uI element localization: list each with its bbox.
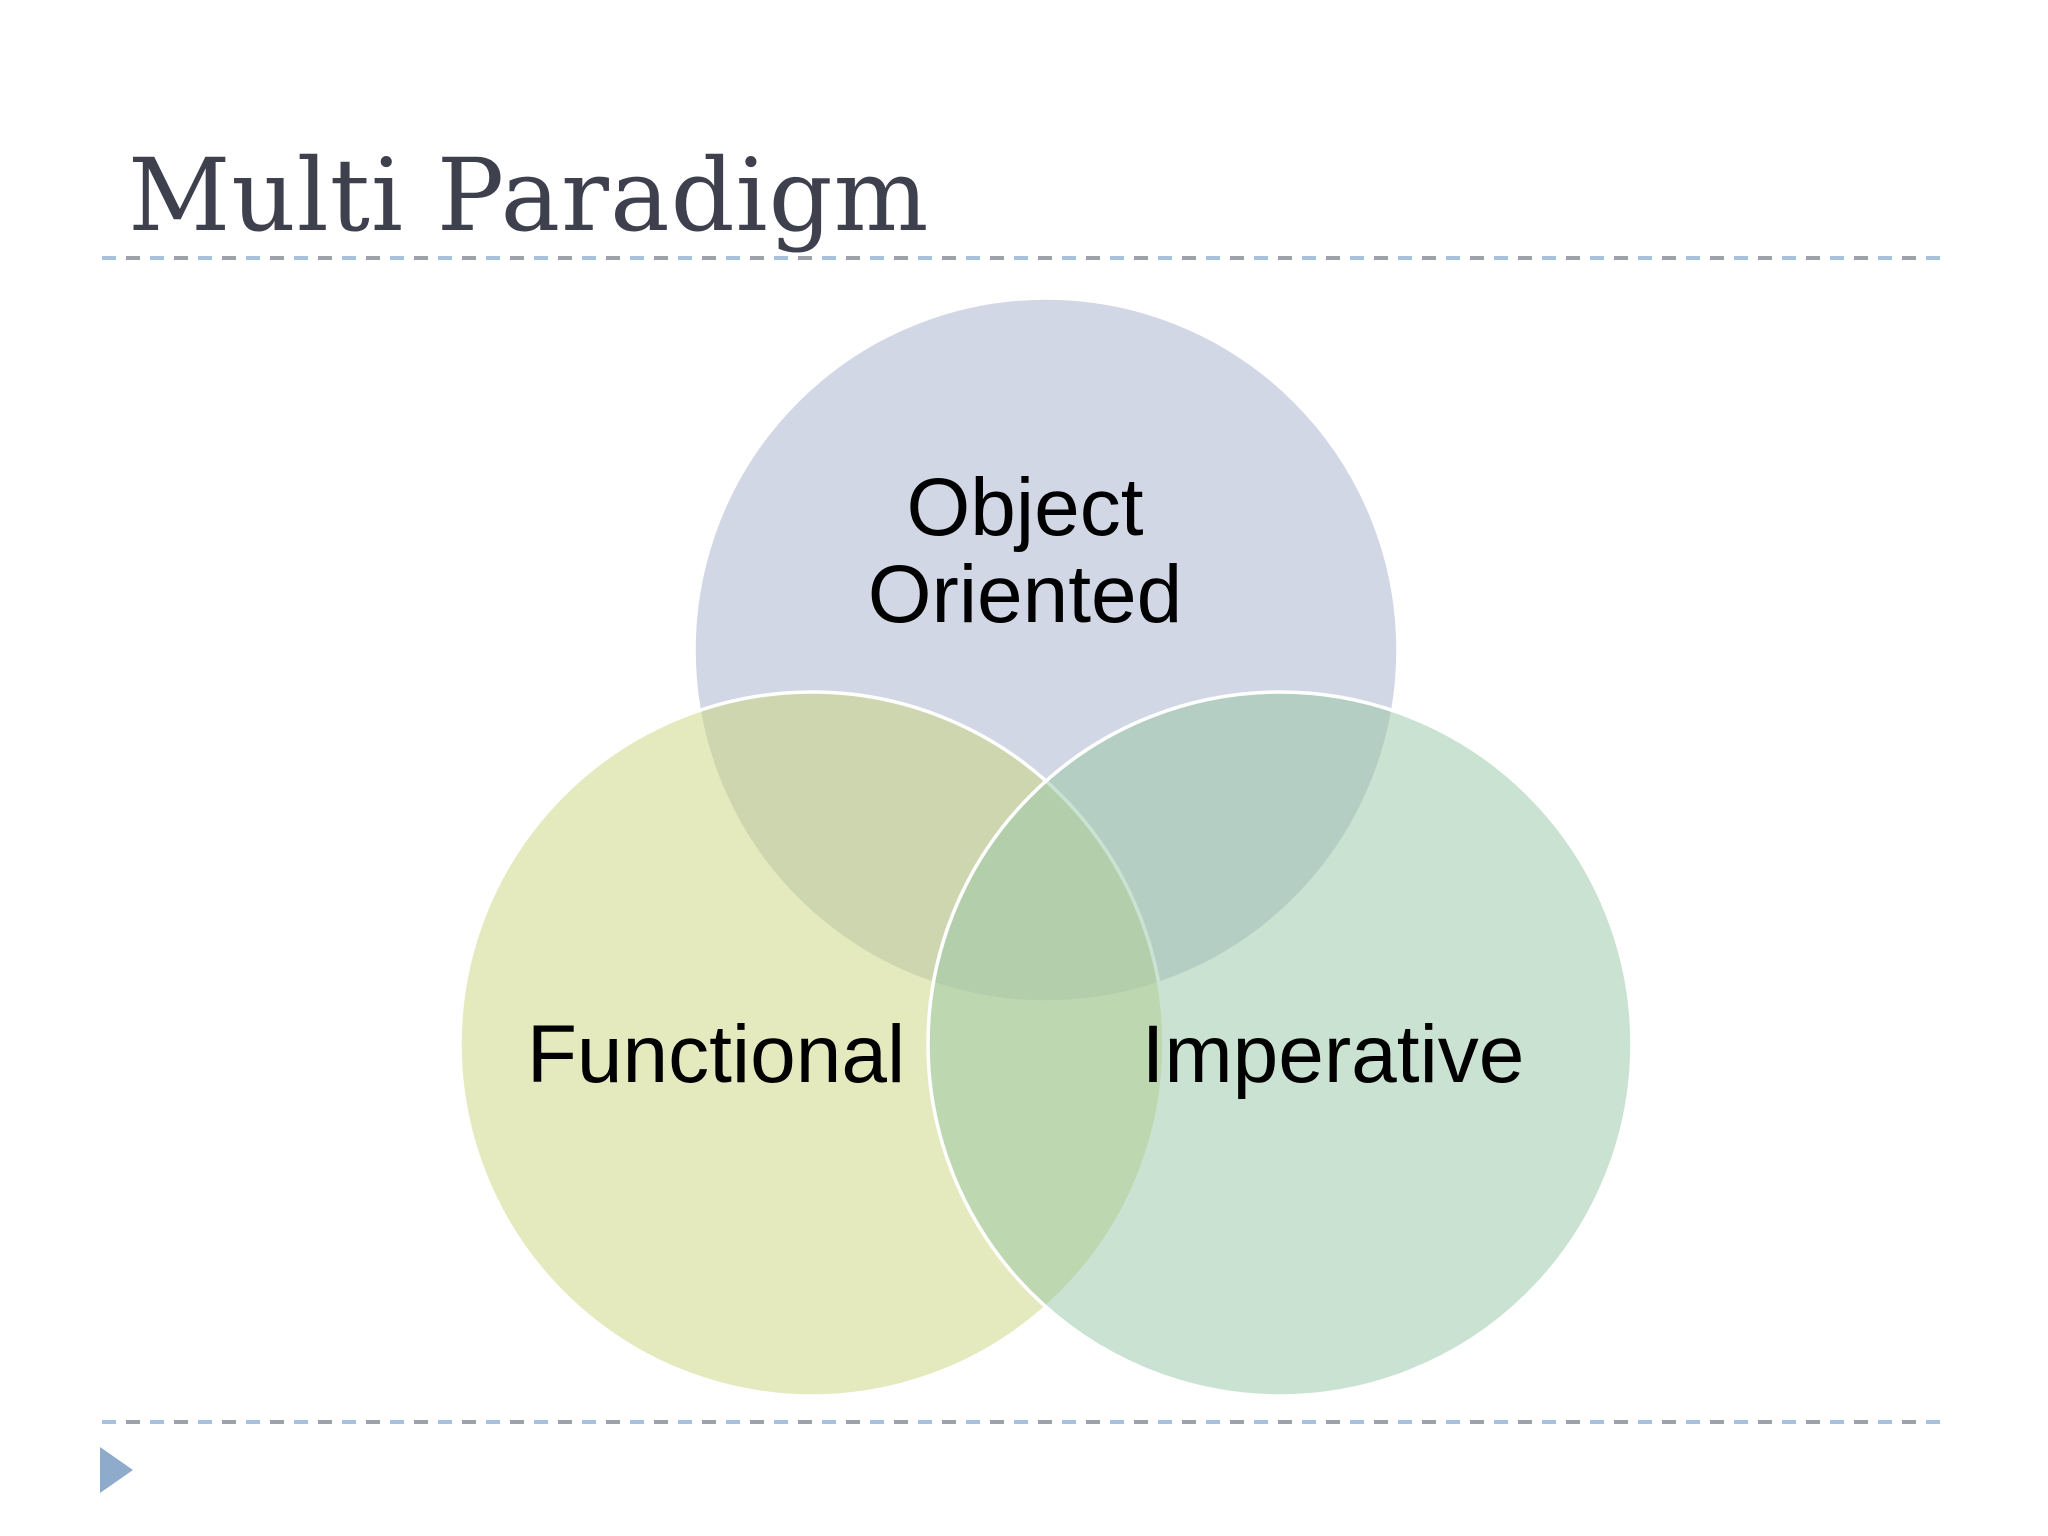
label-object-oriented-line1: Object [907,462,1144,553]
label-imperative: Imperative [1142,1009,1525,1100]
slide-title: Multi Paradigm [128,137,929,254]
venn-labels: Object Oriented Functional Imperative [527,462,1525,1100]
label-object-oriented-line2: Oriented [868,549,1183,640]
slide-advance-arrow-icon [100,1447,133,1493]
venn-circle-imperative [926,690,1634,1398]
venn-diagram [458,296,1634,1398]
label-functional: Functional [527,1009,905,1100]
